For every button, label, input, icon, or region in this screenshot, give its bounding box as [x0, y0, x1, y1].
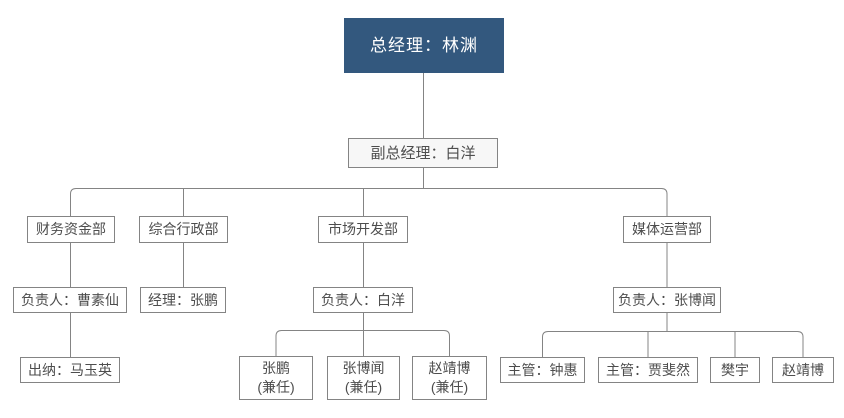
node-label: 负责人：曹素仙	[21, 291, 119, 308]
node-label: 赵靖博	[782, 361, 824, 378]
org-node-market-lead[interactable]: 负责人：白洋	[313, 287, 413, 313]
org-node-market-member-2[interactable]: 张博闻 (兼任)	[327, 356, 400, 400]
node-label: 张鹏	[262, 360, 290, 376]
org-node-media-member-1[interactable]: 主管：钟惠	[500, 357, 585, 383]
node-sublabel: (兼任)	[344, 379, 383, 395]
org-node-deputy-general-manager[interactable]: 副总经理：白洋	[348, 138, 498, 168]
org-node-general-manager[interactable]: 总经理：林渊	[344, 18, 504, 73]
org-node-media-member-2[interactable]: 主管：贾斐然	[598, 357, 698, 383]
org-node-finance-lead[interactable]: 负责人：曹素仙	[13, 287, 127, 313]
org-node-media-member-3[interactable]: 樊宇	[710, 357, 760, 383]
org-node-media-member-4[interactable]: 赵靖博	[772, 357, 834, 383]
org-node-market-dept[interactable]: 市场开发部	[318, 216, 408, 243]
node-sublabel: (兼任)	[430, 379, 469, 395]
node-label: 张博闻	[342, 360, 385, 376]
org-node-admin-dept[interactable]: 综合行政部	[139, 216, 228, 243]
node-label: 主管：贾斐然	[606, 361, 690, 378]
node-label: 媒体运营部	[632, 221, 702, 237]
node-label: 负责人：白洋	[321, 291, 405, 308]
node-label: 总经理：林渊	[370, 36, 478, 55]
node-label: 市场开发部	[328, 221, 398, 237]
node-label: 主管：钟惠	[507, 361, 578, 378]
org-node-media-dept[interactable]: 媒体运营部	[623, 216, 711, 243]
org-node-market-member-1[interactable]: 张鹏 (兼任)	[239, 356, 313, 400]
org-node-media-lead[interactable]: 负责人：张博闻	[613, 287, 721, 313]
node-label: 负责人：张博闻	[618, 291, 716, 308]
node-label: 樊宇	[721, 361, 749, 378]
node-label: 经理：张鹏	[148, 291, 218, 308]
node-label: 财务资金部	[36, 221, 106, 237]
node-label: 综合行政部	[148, 221, 219, 237]
org-node-market-member-3[interactable]: 赵靖博 (兼任)	[412, 356, 487, 400]
org-node-cashier[interactable]: 出纳：马玉英	[20, 357, 120, 383]
node-label: 副总经理：白洋	[370, 144, 476, 162]
org-node-admin-manager[interactable]: 经理：张鹏	[140, 287, 226, 313]
node-label: 出纳：马玉英	[28, 361, 112, 378]
org-node-finance-dept[interactable]: 财务资金部	[27, 216, 115, 243]
node-label: 赵靖博	[428, 360, 471, 376]
node-sublabel: (兼任)	[257, 379, 295, 395]
